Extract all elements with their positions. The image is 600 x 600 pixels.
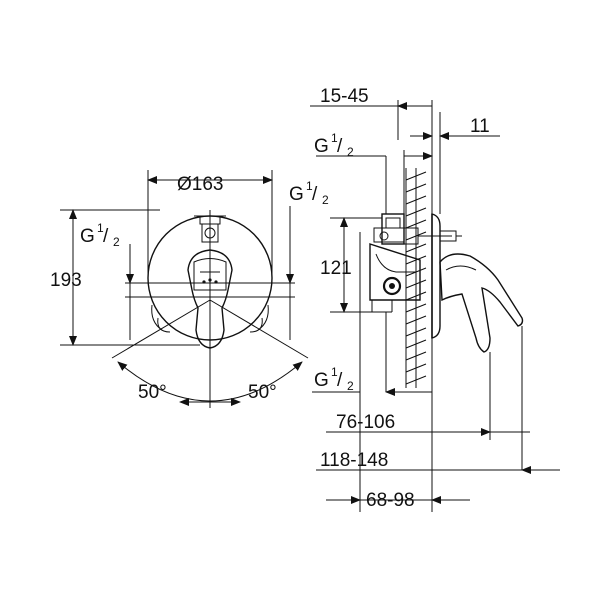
valve-body	[369, 213, 462, 312]
angle-line-right	[209, 299, 309, 359]
dim-2-label: 118-148	[320, 450, 388, 471]
plate-label: 11	[470, 116, 490, 137]
dim-1-label: 76-106	[336, 412, 395, 433]
outlet-connection	[382, 276, 402, 296]
diverter-knob	[194, 215, 226, 243]
svg-text:G: G	[314, 136, 329, 157]
thread-label-top: G 1 / 2	[314, 131, 354, 159]
svg-text:1: 1	[306, 179, 313, 193]
svg-text:2: 2	[322, 193, 329, 207]
svg-text:1: 1	[97, 221, 104, 235]
svg-text:1: 1	[331, 365, 338, 379]
diameter-label: Ø163	[177, 174, 223, 195]
angle-line-left	[111, 299, 211, 359]
svg-text:G: G	[80, 226, 95, 247]
side-view: 15-45 11 G 1 / 2 121 G 1	[310, 86, 560, 512]
side-height-label: 121	[320, 258, 352, 279]
svg-text:/: /	[312, 184, 318, 205]
thread-label-right: G 1 / 2	[289, 179, 329, 207]
wall-hatch	[405, 168, 427, 388]
lever-handle	[187, 249, 233, 349]
svg-text:/: /	[103, 226, 109, 247]
angle-right-label: 50°	[248, 382, 277, 403]
svg-text:2: 2	[113, 235, 120, 249]
dim-3-label: 68-98	[366, 490, 415, 511]
svg-text:2: 2	[347, 379, 354, 393]
thread-label-left: G 1 / 2	[80, 221, 120, 249]
lever-side-profile	[439, 253, 524, 353]
thread-label-bottom: G 1 / 2	[314, 365, 354, 393]
svg-text:/: /	[337, 370, 343, 391]
angle-left-label: 50°	[138, 382, 167, 403]
svg-text:G: G	[314, 370, 329, 391]
depth-range-label: 15-45	[320, 86, 369, 107]
svg-text:G: G	[289, 184, 304, 205]
cover-plate	[431, 213, 441, 339]
svg-text:1: 1	[331, 131, 338, 145]
height-label: 193	[50, 270, 82, 291]
front-view: Ø163 193 G 1 / 2 G 1 / 2 50° 50°	[50, 170, 329, 408]
svg-text:/: /	[337, 136, 343, 157]
svg-text:2: 2	[347, 145, 354, 159]
